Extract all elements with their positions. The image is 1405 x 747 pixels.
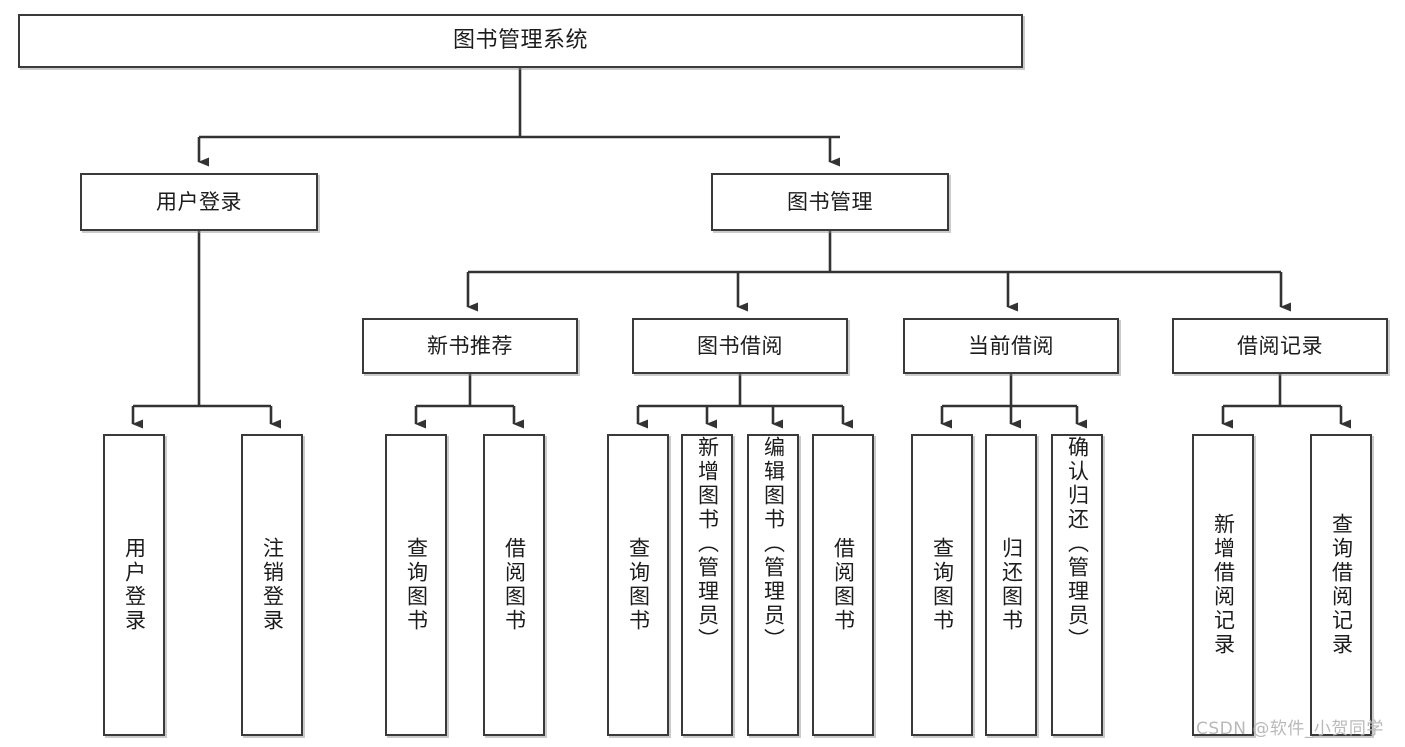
node-leaf-borrow-book-1-label: 借阅图书 bbox=[502, 537, 527, 633]
node-leaf-add-record[interactable]: 新增借阅记录 bbox=[1192, 434, 1254, 736]
node-leaf-borrow-book-2-label: 借阅图书 bbox=[831, 537, 856, 633]
node-book-manage-label: 图书管理 bbox=[787, 189, 873, 214]
node-current-borrow-label: 当前借阅 bbox=[968, 333, 1054, 358]
node-root[interactable]: 图书管理系统 bbox=[18, 14, 1023, 68]
node-borrow-record[interactable]: 借阅记录 bbox=[1172, 318, 1388, 374]
node-leaf-logout[interactable]: 注销登录 bbox=[241, 434, 303, 736]
node-book-manage[interactable]: 图书管理 bbox=[711, 173, 949, 231]
node-root-label: 图书管理系统 bbox=[452, 28, 588, 54]
node-leaf-add-book-label: 新增图书（管理员） bbox=[695, 436, 720, 652]
node-new-book-rec-label: 新书推荐 bbox=[427, 333, 513, 358]
node-leaf-edit-book[interactable]: 编辑图书（管理员） bbox=[747, 434, 799, 736]
node-new-book-rec[interactable]: 新书推荐 bbox=[362, 318, 578, 374]
node-leaf-query-book-1[interactable]: 查询图书 bbox=[385, 434, 447, 736]
node-leaf-return-book[interactable]: 归还图书 bbox=[985, 434, 1037, 736]
node-borrow-record-label: 借阅记录 bbox=[1237, 333, 1323, 358]
node-leaf-query-record[interactable]: 查询借阅记录 bbox=[1310, 434, 1372, 736]
node-leaf-borrow-book-2[interactable]: 借阅图书 bbox=[812, 434, 874, 736]
node-leaf-query-book-2[interactable]: 查询图书 bbox=[607, 434, 669, 736]
node-leaf-query-book-3[interactable]: 查询图书 bbox=[911, 434, 973, 736]
node-leaf-confirm-return[interactable]: 确认归还（管理员） bbox=[1051, 434, 1103, 736]
node-leaf-query-record-label: 查询借阅记录 bbox=[1329, 513, 1354, 657]
node-leaf-user-login[interactable]: 用户登录 bbox=[103, 434, 165, 736]
node-leaf-confirm-return-label: 确认归还（管理员） bbox=[1065, 436, 1090, 652]
node-leaf-query-book-2-label: 查询图书 bbox=[626, 537, 651, 633]
node-leaf-add-book[interactable]: 新增图书（管理员） bbox=[681, 434, 733, 736]
node-leaf-query-book-3-label: 查询图书 bbox=[930, 537, 955, 633]
csdn-watermark: CSDN @软件_小贺同学 bbox=[1196, 719, 1384, 739]
node-leaf-edit-book-label: 编辑图书（管理员） bbox=[761, 436, 786, 652]
node-current-borrow[interactable]: 当前借阅 bbox=[903, 318, 1119, 374]
node-leaf-logout-label: 注销登录 bbox=[260, 537, 285, 633]
node-user-login[interactable]: 用户登录 bbox=[80, 173, 318, 231]
node-leaf-user-login-label: 用户登录 bbox=[122, 537, 147, 633]
node-user-login-label: 用户登录 bbox=[156, 189, 242, 214]
node-leaf-add-record-label: 新增借阅记录 bbox=[1211, 513, 1236, 657]
node-book-borrow[interactable]: 图书借阅 bbox=[632, 318, 848, 374]
node-leaf-borrow-book-1[interactable]: 借阅图书 bbox=[483, 434, 545, 736]
node-leaf-return-book-label: 归还图书 bbox=[999, 537, 1024, 633]
node-leaf-query-book-1-label: 查询图书 bbox=[404, 537, 429, 633]
node-book-borrow-label: 图书借阅 bbox=[697, 333, 783, 358]
